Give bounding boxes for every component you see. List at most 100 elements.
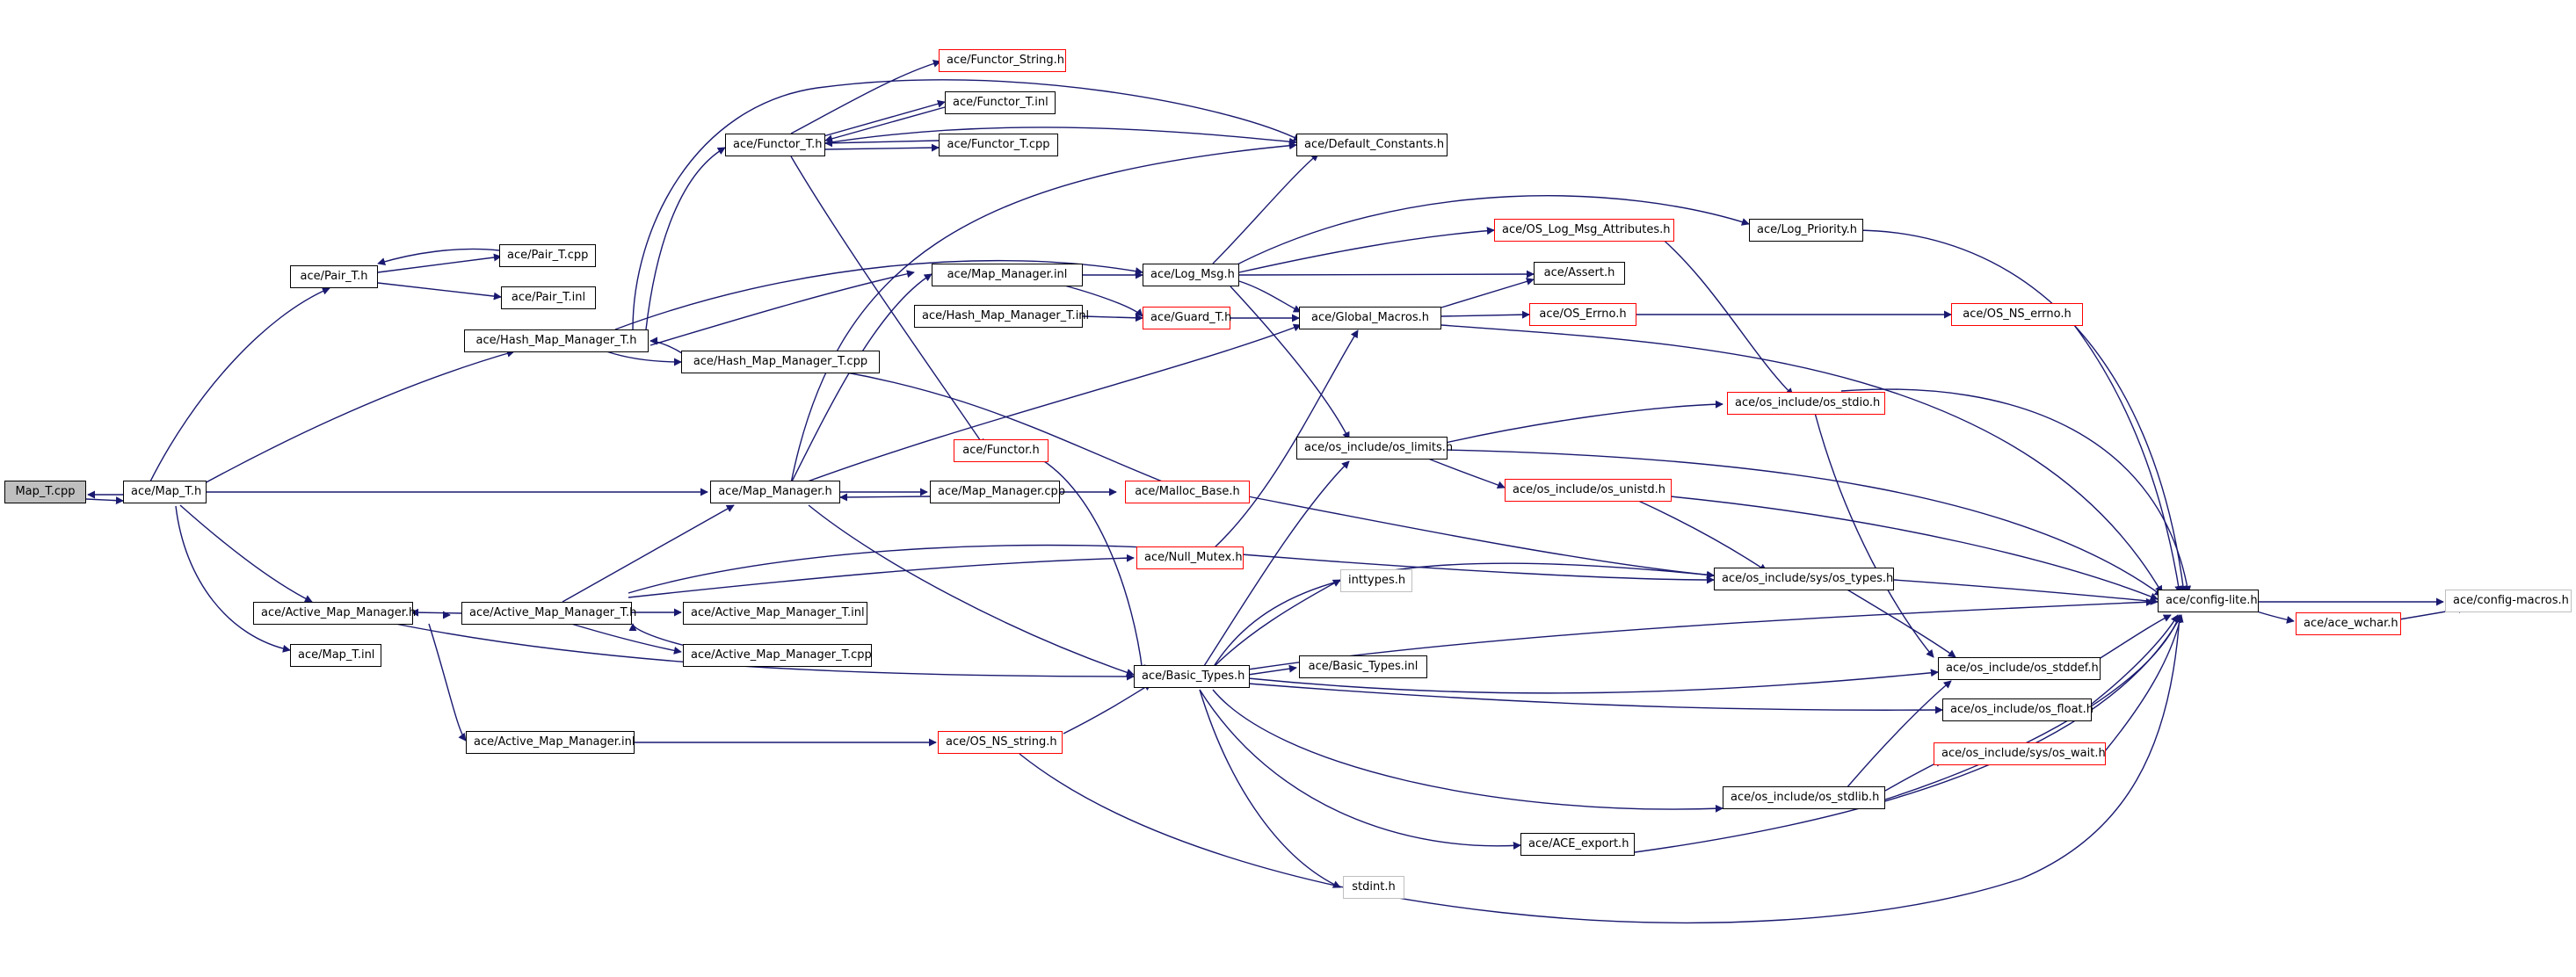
edge-os-unistd-to-os-sys-types bbox=[1634, 498, 1767, 572]
node-pair-t-inl[interactable]: ace/Pair_T.inl bbox=[501, 286, 596, 309]
node-active-map-manager-t-h[interactable]: ace/Active_Map_Manager_T.h bbox=[461, 602, 636, 625]
edge-active-t-cpp-to-active-t-h bbox=[628, 623, 686, 647]
edge-functor-t-inl-to-functor-t-h bbox=[824, 106, 946, 143]
node-map-manager-cpp[interactable]: ace/Map_Manager.cpp bbox=[930, 481, 1065, 503]
node-os-stdio-h[interactable]: ace/os_include/os_stdio.h bbox=[1727, 392, 1885, 415]
node-stdint-h[interactable]: stdint.h bbox=[1343, 876, 1404, 899]
edge-hash-to-hash-cpp bbox=[606, 351, 682, 366]
edge-active-t-h-to-map-manager-h bbox=[562, 504, 735, 603]
node-ace-export-h[interactable]: ace/ACE_export.h bbox=[1520, 833, 1635, 856]
node-log-priority-h[interactable]: ace/Log_Priority.h bbox=[1749, 219, 1863, 242]
edge-log-msg-to-assert bbox=[1238, 270, 1535, 279]
edge-basic-types-to-os-limits bbox=[1203, 460, 1350, 667]
edge-os-stddef-to-config-lite bbox=[2095, 614, 2172, 662]
edge-os-log-msg-attrs-to-os-stdio bbox=[1651, 229, 1794, 396]
edge-log-msg-to-global-macros bbox=[1238, 280, 1302, 313]
node-map-t-h[interactable]: ace/Map_T.h bbox=[123, 481, 207, 503]
edge-os-sys-types-to-os-stddef bbox=[1845, 588, 1956, 658]
edge-os-stdio-to-config-lite bbox=[1840, 388, 2192, 594]
edge-ace-export-to-config-lite bbox=[1634, 614, 2182, 853]
node-os-stddef-h[interactable]: ace/os_include/os_stddef.h bbox=[1938, 657, 2101, 680]
node-malloc-base-h[interactable]: ace/Malloc_Base.h bbox=[1125, 481, 1250, 503]
node-active-map-manager-t-cpp[interactable]: ace/Active_Map_Manager_T.cpp bbox=[683, 644, 872, 667]
node-os-sys-wait-h[interactable]: ace/os_include/sys/os_wait.h bbox=[1934, 742, 2106, 765]
node-active-map-manager-h[interactable]: ace/Active_Map_Manager.h bbox=[253, 602, 416, 625]
edge-functor-t-cpp-to-functor-t-h bbox=[824, 139, 940, 148]
node-map-manager-inl[interactable]: ace/Map_Manager.inl bbox=[932, 264, 1083, 286]
edge-basic-types-to-stdint bbox=[1199, 689, 1341, 888]
node-os-limits-h[interactable]: ace/os_include/os_limits.h bbox=[1296, 437, 1453, 460]
node-os-ns-string-h[interactable]: ace/OS_NS_string.h bbox=[938, 731, 1063, 754]
edge-os-float-to-config-lite bbox=[2086, 614, 2179, 708]
node-map-manager-h[interactable]: ace/Map_Manager.h bbox=[710, 481, 840, 503]
edge-pair-t-cpp-to-pair-t-h bbox=[377, 248, 500, 265]
node-active-map-manager-t-inl[interactable]: ace/Active_Map_Manager_T.inl bbox=[683, 602, 867, 625]
node-null-mutex-h[interactable]: ace/Null_Mutex.h bbox=[1136, 546, 1244, 569]
node-map-t-inl[interactable]: ace/Map_T.inl bbox=[290, 644, 381, 667]
edge-active-t-h-to-active-t-cpp bbox=[570, 623, 682, 655]
node-ace-wchar-h[interactable]: ace/ace_wchar.h bbox=[2296, 612, 2401, 635]
node-pair-t-cpp[interactable]: ace/Pair_T.cpp bbox=[499, 244, 596, 267]
node-functor-h[interactable]: ace/Functor.h bbox=[954, 439, 1049, 462]
edge-functor-t-h-to-functor-string bbox=[790, 60, 941, 134]
edge-hash-cpp-to-malloc-base bbox=[790, 363, 1179, 489]
edge-global-macros-to-os-errno bbox=[1440, 310, 1530, 319]
node-assert-h[interactable]: ace/Assert.h bbox=[1534, 262, 1625, 285]
node-hash-map-manager-t-cpp[interactable]: ace/Hash_Map_Manager_T.cpp bbox=[681, 351, 880, 373]
edge-os-ns-string-to-config-lite bbox=[1019, 614, 2183, 923]
node-default-constants-h[interactable]: ace/Default_Constants.h bbox=[1296, 134, 1448, 156]
node-config-lite-h[interactable]: ace/config-lite.h bbox=[2158, 590, 2259, 612]
edge-global-macros-to-assert bbox=[1440, 278, 1535, 308]
node-os-log-msg-attributes-h[interactable]: ace/OS_Log_Msg_Attributes.h bbox=[1494, 219, 1674, 242]
node-os-ns-errno-h[interactable]: ace/OS_NS_errno.h bbox=[1951, 303, 2083, 326]
edge-functor-t-h-to-default-constants bbox=[824, 127, 1297, 146]
edge-os-ns-string-to-basic-types bbox=[1063, 683, 1152, 735]
edge-hash-to-functor-t-h bbox=[645, 147, 726, 330]
edge-os-unistd-to-config-lite bbox=[1669, 496, 2159, 601]
node-guard-t-h[interactable]: ace/Guard_T.h bbox=[1143, 307, 1231, 329]
edge-config-lite-to-ace-wchar bbox=[2253, 610, 2295, 624]
edge-map-t-h-to-hash-map-manager-t-h bbox=[192, 349, 515, 490]
node-basic-types-inl[interactable]: ace/Basic_Types.inl bbox=[1299, 655, 1427, 678]
node-functor-string-h[interactable]: ace/Functor_String.h bbox=[939, 49, 1066, 72]
edge-map-manager-h-to-map-manager-inl bbox=[790, 273, 932, 484]
edge-hash-to-hash-inl bbox=[649, 270, 915, 346]
node-os-float-h[interactable]: ace/os_include/os_float.h bbox=[1942, 698, 2093, 721]
node-os-stdlib-h[interactable]: ace/os_include/os_stdlib.h bbox=[1723, 786, 1885, 809]
edge-hash-to-default-constants bbox=[632, 79, 1302, 330]
node-os-unistd-h[interactable]: ace/os_include/os_unistd.h bbox=[1505, 479, 1672, 502]
node-inttypes-h[interactable]: inttypes.h bbox=[1340, 569, 1412, 592]
edge-global-macros-to-config-lite bbox=[1440, 324, 2163, 594]
edge-map-manager-h-to-basic-types bbox=[808, 504, 1135, 677]
edge-map-t-cpp-to-map-t-h bbox=[85, 496, 124, 505]
edge-active-t-h-to-null-mutex bbox=[628, 554, 1135, 598]
edge-null-mutex-to-global-macros bbox=[1212, 329, 1359, 550]
node-active-map-manager-inl[interactable]: ace/Active_Map_Manager.inl bbox=[466, 731, 635, 754]
node-map-t-cpp: Map_T.cpp bbox=[4, 481, 86, 503]
node-basic-types-h[interactable]: ace/Basic_Types.h bbox=[1134, 665, 1250, 688]
edge-log-msg-to-os-limits bbox=[1230, 286, 1350, 440]
edge-os-sys-wait-to-config-lite bbox=[2104, 614, 2184, 752]
edge-functor-t-h-to-functor-h bbox=[790, 156, 985, 447]
edge-map-t-h-to-pair-t-h bbox=[149, 287, 330, 484]
node-functor-t-cpp[interactable]: ace/Functor_T.cpp bbox=[939, 134, 1058, 156]
node-pair-t-h[interactable]: ace/Pair_T.h bbox=[290, 265, 378, 288]
node-config-macros-h[interactable]: ace/config-macros.h bbox=[2445, 590, 2572, 612]
node-functor-t-inl[interactable]: ace/Functor_T.inl bbox=[945, 91, 1056, 114]
edge-malloc-base-to-os-sys-types bbox=[1247, 496, 1715, 579]
node-os-sys-types-h[interactable]: ace/os_include/sys/os_types.h bbox=[1714, 568, 1894, 590]
edge-basic-types-to-basic-types-inl bbox=[1247, 664, 1297, 676]
node-functor-t-h[interactable]: ace/Functor_T.h bbox=[725, 134, 825, 156]
node-hash-map-manager-t-inl[interactable]: ace/Hash_Map_Manager_T.inl bbox=[914, 305, 1089, 328]
edge-map-manager-h-to-default-constants bbox=[790, 141, 1297, 484]
node-global-macros-h[interactable]: ace/Global_Macros.h bbox=[1299, 307, 1441, 329]
node-hash-map-manager-t-h[interactable]: ace/Hash_Map_Manager_T.h bbox=[464, 329, 649, 352]
node-log-msg-h[interactable]: ace/Log_Msg.h bbox=[1143, 264, 1239, 286]
node-os-errno-h[interactable]: ace/OS_Errno.h bbox=[1529, 303, 1636, 326]
edge-active-h-to-active-inl bbox=[428, 623, 467, 742]
edge-basic-types-to-inttypes bbox=[1212, 579, 1341, 669]
edge-os-ns-errno-to-config-lite bbox=[2073, 324, 2183, 594]
edge-log-msg-to-os-log-msg-attrs bbox=[1238, 227, 1495, 273]
edge-os-stdio-to-os-stddef bbox=[1814, 412, 1934, 658]
